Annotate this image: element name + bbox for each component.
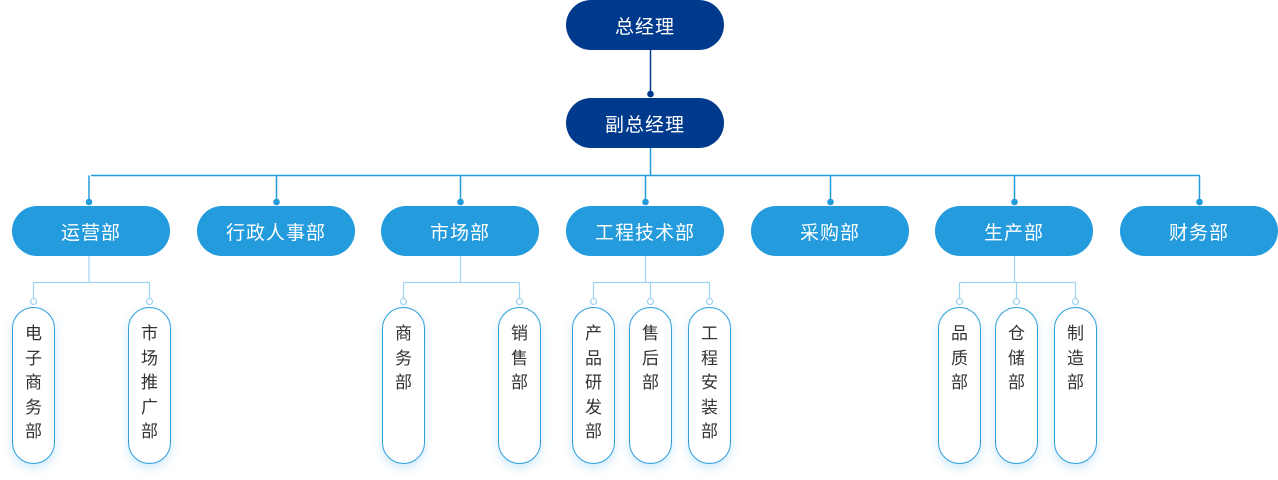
node-dept-label: 工程技术部: [594, 221, 695, 244]
node-dept[interactable]: 运营部: [12, 206, 170, 256]
connector-sub-ring: [145, 297, 154, 306]
node-dept-label: 行政人事部: [225, 221, 326, 244]
node-subdept-char: 务: [395, 348, 412, 369]
node-vice-ceo[interactable]: 副总经理: [566, 98, 724, 148]
node-subdept-char: 研: [585, 373, 602, 393]
node-subdept-char: 装: [701, 397, 718, 418]
node-subdept-char: 安: [701, 373, 718, 393]
node-subdept-char: 制: [1067, 324, 1084, 344]
connector-dot-dept: [1196, 198, 1203, 206]
node-ceo[interactable]: 总经理: [566, 0, 724, 50]
node-subdept[interactable]: 产品研发部: [572, 307, 615, 464]
node-subdept-char: 部: [701, 422, 718, 442]
node-dept[interactable]: 行政人事部: [197, 206, 355, 256]
connector-sub-ring: [399, 297, 408, 306]
node-subdept-char: 程: [701, 348, 718, 369]
connector-dot-dept: [273, 198, 280, 206]
node-subdept-char: 品: [585, 348, 602, 369]
node-subdept[interactable]: 制造部: [1054, 307, 1097, 464]
node-subdept-char: 广: [141, 397, 158, 418]
node-subdept-char: 产: [585, 324, 602, 344]
node-subdept-char: 部: [585, 422, 602, 442]
node-subdept-char: 商: [395, 324, 412, 344]
node-subdept[interactable]: 电子商务部: [12, 307, 55, 464]
node-subdept-char: 子: [25, 348, 42, 369]
node-subdept-char: 推: [141, 373, 158, 393]
node-dept-label: 生产部: [983, 221, 1044, 244]
node-subdept-char: 品: [951, 324, 968, 344]
node-subdept[interactable]: 工程安装部: [688, 307, 731, 464]
node-subdept[interactable]: 品质部: [938, 307, 981, 464]
connector-sub-ring: [1012, 297, 1021, 306]
connector-dot-dept: [457, 198, 464, 206]
node-subdept-char: 部: [642, 373, 659, 393]
node-dept-label: 财务部: [1168, 221, 1229, 244]
connector-dot-vice: [647, 90, 654, 98]
node-subdept-char: 销: [511, 324, 528, 344]
node-subdept-char: 部: [1067, 373, 1084, 393]
node-subdept-char: 储: [1008, 348, 1025, 369]
node-subdept-char: 商: [25, 373, 42, 393]
node-subdept-char: 市: [141, 324, 158, 344]
connector-dot-dept: [827, 198, 834, 206]
node-vice-ceo-label: 副总经理: [604, 113, 685, 136]
node-subdept-char: 售: [642, 324, 659, 344]
node-subdept[interactable]: 仓储部: [995, 307, 1038, 464]
node-subdept-char: 部: [511, 373, 528, 393]
connector-sub-ring: [589, 297, 598, 306]
node-subdept-char: 部: [395, 373, 412, 393]
connector-sub-ring: [515, 297, 524, 306]
node-dept[interactable]: 采购部: [751, 206, 909, 256]
node-dept-label: 运营部: [60, 221, 121, 244]
node-subdept-char: 售: [511, 348, 528, 369]
node-dept[interactable]: 财务部: [1120, 206, 1278, 256]
node-subdept-char: 电: [25, 324, 42, 344]
node-dept[interactable]: 市场部: [381, 206, 539, 256]
node-subdept-char: 部: [141, 422, 158, 442]
connector-sub-ring: [705, 297, 714, 306]
node-subdept-char: 造: [1067, 348, 1084, 369]
connector-sub-ring: [29, 297, 38, 306]
node-subdept-char: 部: [951, 373, 968, 393]
connector-sub-ring: [646, 297, 655, 306]
connector-dot-dept: [85, 198, 93, 206]
node-subdept-char: 发: [585, 397, 602, 418]
node-subdept[interactable]: 售后部: [629, 307, 672, 464]
connector-dot-dept: [642, 198, 649, 206]
connector-dot-dept: [1011, 198, 1018, 206]
node-subdept-char: 质: [951, 348, 968, 369]
node-subdept-char: 部: [25, 422, 42, 442]
node-subdept-char: 后: [642, 348, 659, 369]
node-subdept-char: 场: [141, 348, 158, 369]
node-subdept[interactable]: 销售部: [498, 307, 541, 464]
node-ceo-label: 总经理: [614, 15, 675, 38]
connector-sub-ring: [955, 297, 964, 306]
node-dept[interactable]: 生产部: [935, 206, 1093, 256]
node-subdept-char: 工: [701, 324, 718, 344]
node-dept[interactable]: 工程技术部: [566, 206, 724, 256]
node-dept-label: 采购部: [799, 221, 860, 244]
node-subdept[interactable]: 商务部: [382, 307, 425, 464]
node-subdept-char: 务: [25, 397, 42, 418]
node-subdept-char: 仓: [1008, 324, 1025, 344]
node-dept-label: 市场部: [429, 221, 490, 244]
node-subdept-char: 部: [1008, 373, 1025, 393]
connector-sub-ring: [1071, 297, 1080, 306]
node-subdept[interactable]: 市场推广部: [128, 307, 171, 464]
